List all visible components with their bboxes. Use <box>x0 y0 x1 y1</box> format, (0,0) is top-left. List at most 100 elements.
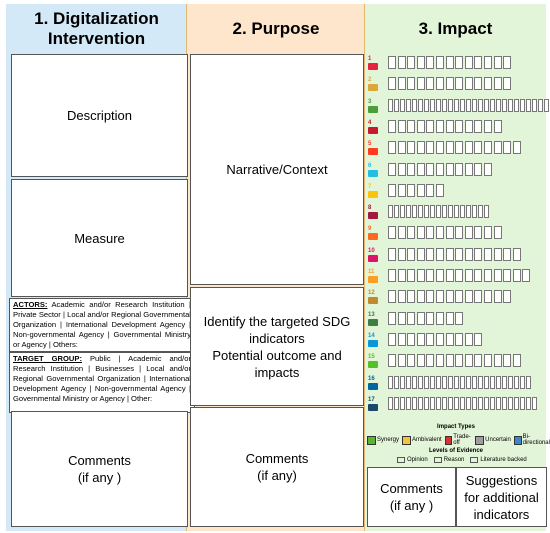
indicator-box[interactable] <box>435 119 444 133</box>
indicator-box[interactable] <box>397 226 406 240</box>
indicator-box[interactable] <box>503 141 512 155</box>
indicator-box[interactable] <box>503 269 512 282</box>
indicator-box[interactable] <box>442 205 447 219</box>
indicator-box[interactable] <box>466 396 471 410</box>
indicator-box[interactable] <box>493 141 502 155</box>
indicator-box[interactable] <box>484 375 489 389</box>
indicator-box[interactable] <box>435 269 444 282</box>
indicator-box[interactable] <box>406 396 411 410</box>
indicator-box[interactable] <box>455 332 464 346</box>
indicator-box[interactable] <box>474 141 483 155</box>
indicator-box[interactable] <box>388 226 396 240</box>
indicator-box[interactable] <box>426 162 435 176</box>
indicator-box[interactable] <box>416 226 425 240</box>
indicator-box[interactable] <box>503 56 512 69</box>
indicator-box[interactable] <box>430 375 435 389</box>
indicator-box[interactable] <box>426 290 435 304</box>
indicator-box[interactable] <box>416 354 425 368</box>
indicator-box[interactable] <box>474 56 483 69</box>
indicator-box[interactable] <box>512 247 521 261</box>
indicator-box[interactable] <box>388 290 396 304</box>
indicator-box[interactable] <box>474 119 483 133</box>
indicator-box[interactable] <box>483 290 492 304</box>
indicator-box[interactable] <box>455 162 464 176</box>
indicator-box[interactable] <box>490 375 495 389</box>
indicator-box[interactable] <box>436 98 441 112</box>
indicator-box[interactable] <box>520 396 525 410</box>
indicator-box[interactable] <box>493 269 502 282</box>
indicator-box[interactable] <box>388 119 396 133</box>
indicator-box[interactable] <box>496 396 501 410</box>
indicator-box[interactable] <box>508 375 513 389</box>
indicator-box[interactable] <box>388 247 396 261</box>
indicator-box[interactable] <box>416 56 425 69</box>
indicator-box[interactable] <box>397 119 406 133</box>
indicator-box[interactable] <box>416 77 425 91</box>
indicator-box[interactable] <box>442 98 447 112</box>
indicator-box[interactable] <box>388 56 396 69</box>
indicator-box[interactable] <box>464 269 473 282</box>
indicator-box[interactable] <box>455 354 464 368</box>
indicator-box[interactable] <box>464 119 473 133</box>
indicator-box[interactable] <box>464 226 473 240</box>
indicator-box[interactable] <box>493 119 502 133</box>
indicator-box[interactable] <box>445 269 454 282</box>
indicator-box[interactable] <box>490 396 495 410</box>
indicator-box[interactable] <box>520 375 525 389</box>
indicator-box[interactable] <box>442 396 447 410</box>
indicator-box[interactable] <box>478 396 483 410</box>
indicator-box[interactable] <box>464 162 473 176</box>
indicator-box[interactable] <box>418 98 423 112</box>
indicator-box[interactable] <box>454 205 459 219</box>
indicator-box[interactable] <box>426 269 435 282</box>
indicator-box[interactable] <box>412 375 417 389</box>
indicator-box[interactable] <box>407 183 416 197</box>
indicator-box[interactable] <box>435 162 444 176</box>
indicator-box[interactable] <box>455 141 464 155</box>
indicator-box[interactable] <box>388 141 396 155</box>
indicator-box[interactable] <box>474 226 483 240</box>
indicator-box[interactable] <box>397 247 406 261</box>
indicator-box[interactable] <box>397 290 406 304</box>
indicator-box[interactable] <box>478 375 483 389</box>
indicator-box[interactable] <box>397 162 406 176</box>
indicator-box[interactable] <box>474 162 483 176</box>
indicator-box[interactable] <box>394 205 399 219</box>
indicator-box[interactable] <box>407 247 416 261</box>
indicator-box[interactable] <box>397 183 406 197</box>
indicator-box[interactable] <box>454 396 459 410</box>
indicator-box[interactable] <box>435 247 444 261</box>
indicator-box[interactable] <box>397 311 406 325</box>
indicator-box[interactable] <box>418 396 423 410</box>
indicator-box[interactable] <box>508 98 513 112</box>
indicator-box[interactable] <box>483 141 492 155</box>
indicator-box[interactable] <box>400 375 405 389</box>
indicator-box[interactable] <box>397 354 406 368</box>
indicator-box[interactable] <box>464 354 473 368</box>
indicator-box[interactable] <box>490 98 495 112</box>
indicator-box[interactable] <box>502 98 507 112</box>
indicator-box[interactable] <box>483 119 492 133</box>
indicator-box[interactable] <box>400 396 405 410</box>
indicator-box[interactable] <box>435 183 444 197</box>
indicator-box[interactable] <box>520 98 525 112</box>
indicator-box[interactable] <box>388 205 393 219</box>
indicator-box[interactable] <box>445 247 454 261</box>
indicator-box[interactable] <box>455 119 464 133</box>
indicator-box[interactable] <box>416 141 425 155</box>
indicator-box[interactable] <box>455 56 464 69</box>
indicator-box[interactable] <box>464 56 473 69</box>
indicator-box[interactable] <box>394 375 399 389</box>
indicator-box[interactable] <box>416 162 425 176</box>
indicator-box[interactable] <box>454 98 459 112</box>
indicator-box[interactable] <box>426 77 435 91</box>
indicator-box[interactable] <box>388 354 396 368</box>
indicator-box[interactable] <box>445 162 454 176</box>
indicator-box[interactable] <box>455 311 464 325</box>
indicator-box[interactable] <box>435 311 444 325</box>
indicator-box[interactable] <box>388 396 393 410</box>
indicator-box[interactable] <box>436 375 441 389</box>
indicator-box[interactable] <box>435 56 444 69</box>
indicator-box[interactable] <box>435 290 444 304</box>
indicator-box[interactable] <box>436 396 441 410</box>
